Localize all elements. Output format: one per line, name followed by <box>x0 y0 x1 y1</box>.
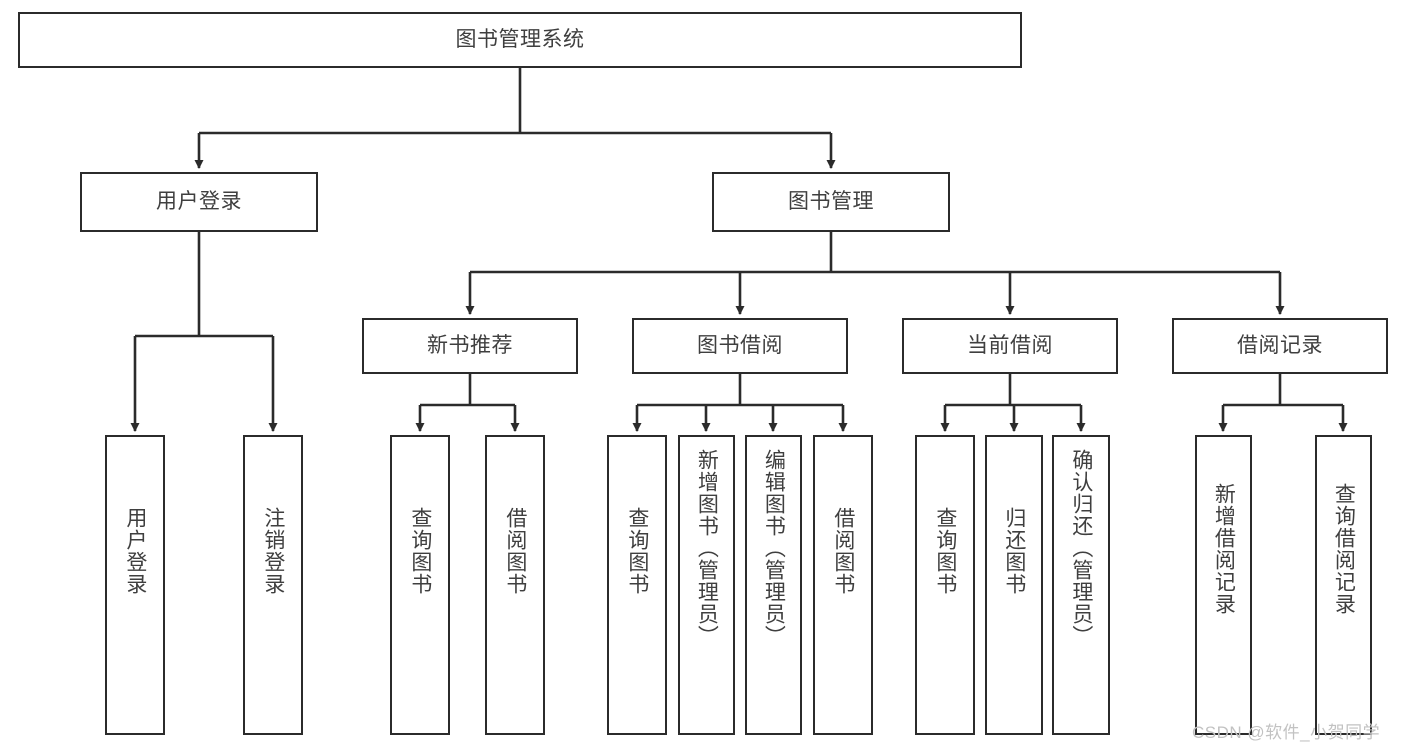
node-new-book-rec[interactable]: 新书推荐 <box>362 318 578 374</box>
node-leaf-edit-book-admin-label: 编辑图书（管理员） <box>762 449 786 647</box>
node-leaf-confirm-return-admin[interactable]: 确认归还（管理员） <box>1052 435 1110 735</box>
node-leaf-borrow-book-1[interactable]: 借阅图书 <box>485 435 545 735</box>
node-book-manage[interactable]: 图书管理 <box>712 172 950 232</box>
node-new-book-rec-label: 新书推荐 <box>427 334 513 358</box>
node-leaf-add-book-admin-label: 新增图书（管理员） <box>695 449 719 647</box>
node-leaf-query-book-2[interactable]: 查询图书 <box>607 435 667 735</box>
node-leaf-query-borrow-record-label: 查询借阅记录 <box>1332 483 1356 615</box>
node-leaf-query-book-1-label: 查询图书 <box>408 507 432 595</box>
node-leaf-logout-label: 注销登录 <box>261 507 285 595</box>
node-borrow-record-label: 借阅记录 <box>1237 334 1323 358</box>
node-leaf-logout[interactable]: 注销登录 <box>243 435 303 735</box>
node-leaf-user-login[interactable]: 用户登录 <box>105 435 165 735</box>
node-user-login-label: 用户登录 <box>156 190 242 214</box>
csdn-watermark: CSDN @软件_小贺同学 <box>1192 723 1381 742</box>
node-root-label: 图书管理系统 <box>455 28 585 52</box>
node-leaf-add-borrow-record[interactable]: 新增借阅记录 <box>1195 435 1252 735</box>
node-leaf-query-book-2-label: 查询图书 <box>625 507 649 595</box>
node-root[interactable]: 图书管理系统 <box>18 12 1022 68</box>
node-leaf-return-book[interactable]: 归还图书 <box>985 435 1043 735</box>
node-user-login[interactable]: 用户登录 <box>80 172 318 232</box>
node-leaf-query-book-3-label: 查询图书 <box>933 507 957 595</box>
node-leaf-borrow-book-1-label: 借阅图书 <box>503 507 527 595</box>
node-current-borrow-label: 当前借阅 <box>967 334 1053 358</box>
node-leaf-user-login-label: 用户登录 <box>123 507 147 595</box>
node-leaf-add-book-admin[interactable]: 新增图书（管理员） <box>678 435 735 735</box>
node-current-borrow[interactable]: 当前借阅 <box>902 318 1118 374</box>
node-leaf-query-book-3[interactable]: 查询图书 <box>915 435 975 735</box>
node-book-borrow-label: 图书借阅 <box>697 334 783 358</box>
node-leaf-query-borrow-record[interactable]: 查询借阅记录 <box>1315 435 1372 735</box>
node-leaf-confirm-return-admin-label: 确认归还（管理员） <box>1069 449 1093 647</box>
node-leaf-borrow-book-2-label: 借阅图书 <box>831 507 855 595</box>
node-leaf-return-book-label: 归还图书 <box>1002 507 1026 595</box>
node-book-borrow[interactable]: 图书借阅 <box>632 318 848 374</box>
node-leaf-borrow-book-2[interactable]: 借阅图书 <box>813 435 873 735</box>
node-leaf-query-book-1[interactable]: 查询图书 <box>390 435 450 735</box>
node-leaf-add-borrow-record-label: 新增借阅记录 <box>1212 483 1236 615</box>
node-book-manage-label: 图书管理 <box>788 190 874 214</box>
node-borrow-record[interactable]: 借阅记录 <box>1172 318 1388 374</box>
node-leaf-edit-book-admin[interactable]: 编辑图书（管理员） <box>745 435 802 735</box>
